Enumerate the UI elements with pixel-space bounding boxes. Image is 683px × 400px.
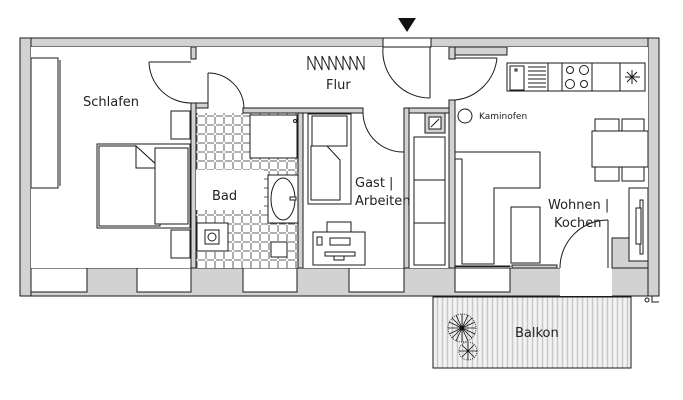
sink <box>509 65 525 91</box>
room-label-bad: Bad <box>212 189 238 204</box>
flur-wardrobe <box>307 55 365 71</box>
fridge-asterisk-icon <box>625 70 640 84</box>
room-label-flur: Flur <box>326 78 351 93</box>
room-label-schlafen: Schlafen <box>83 95 140 110</box>
door-bad <box>207 72 245 109</box>
room-label-arbeiten: Arbeiten <box>355 194 411 209</box>
corner-sofa <box>454 151 541 265</box>
entrance-arrow-icon <box>398 18 416 32</box>
sofa-gast <box>413 136 446 266</box>
gast-furniture <box>307 113 446 266</box>
door-wohnen <box>454 57 498 101</box>
door-gast <box>362 112 405 153</box>
armchair <box>510 206 541 264</box>
living-furniture <box>454 118 649 268</box>
toilet <box>270 241 288 258</box>
dining-table <box>591 130 649 168</box>
doors <box>148 46 609 269</box>
outer-walls <box>19 37 660 297</box>
room-label-kochen: Kochen <box>554 216 602 231</box>
nightstand-top <box>170 110 191 140</box>
fixture-label-kaminofen: Kaminofen <box>479 112 528 122</box>
door-schlafen <box>148 61 192 104</box>
kitchen-counter <box>506 62 646 92</box>
entrance-opening <box>382 37 432 48</box>
wardrobe <box>30 57 59 189</box>
plant-icon <box>447 313 478 361</box>
kaminofen-icon <box>457 108 473 124</box>
balkon <box>432 296 659 369</box>
shower <box>249 114 298 159</box>
door-balkon <box>559 219 609 269</box>
room-label-balkon: Balkon <box>515 326 559 341</box>
nightstand-bottom <box>170 229 191 259</box>
schlafen-furniture <box>30 57 191 259</box>
chair <box>326 221 352 233</box>
room-label-gast: Gast | <box>355 176 394 191</box>
door-entrance <box>382 46 431 99</box>
bad-room <box>196 113 299 268</box>
room-label-wohnen: Wohnen | <box>548 198 610 213</box>
windows <box>30 266 612 296</box>
